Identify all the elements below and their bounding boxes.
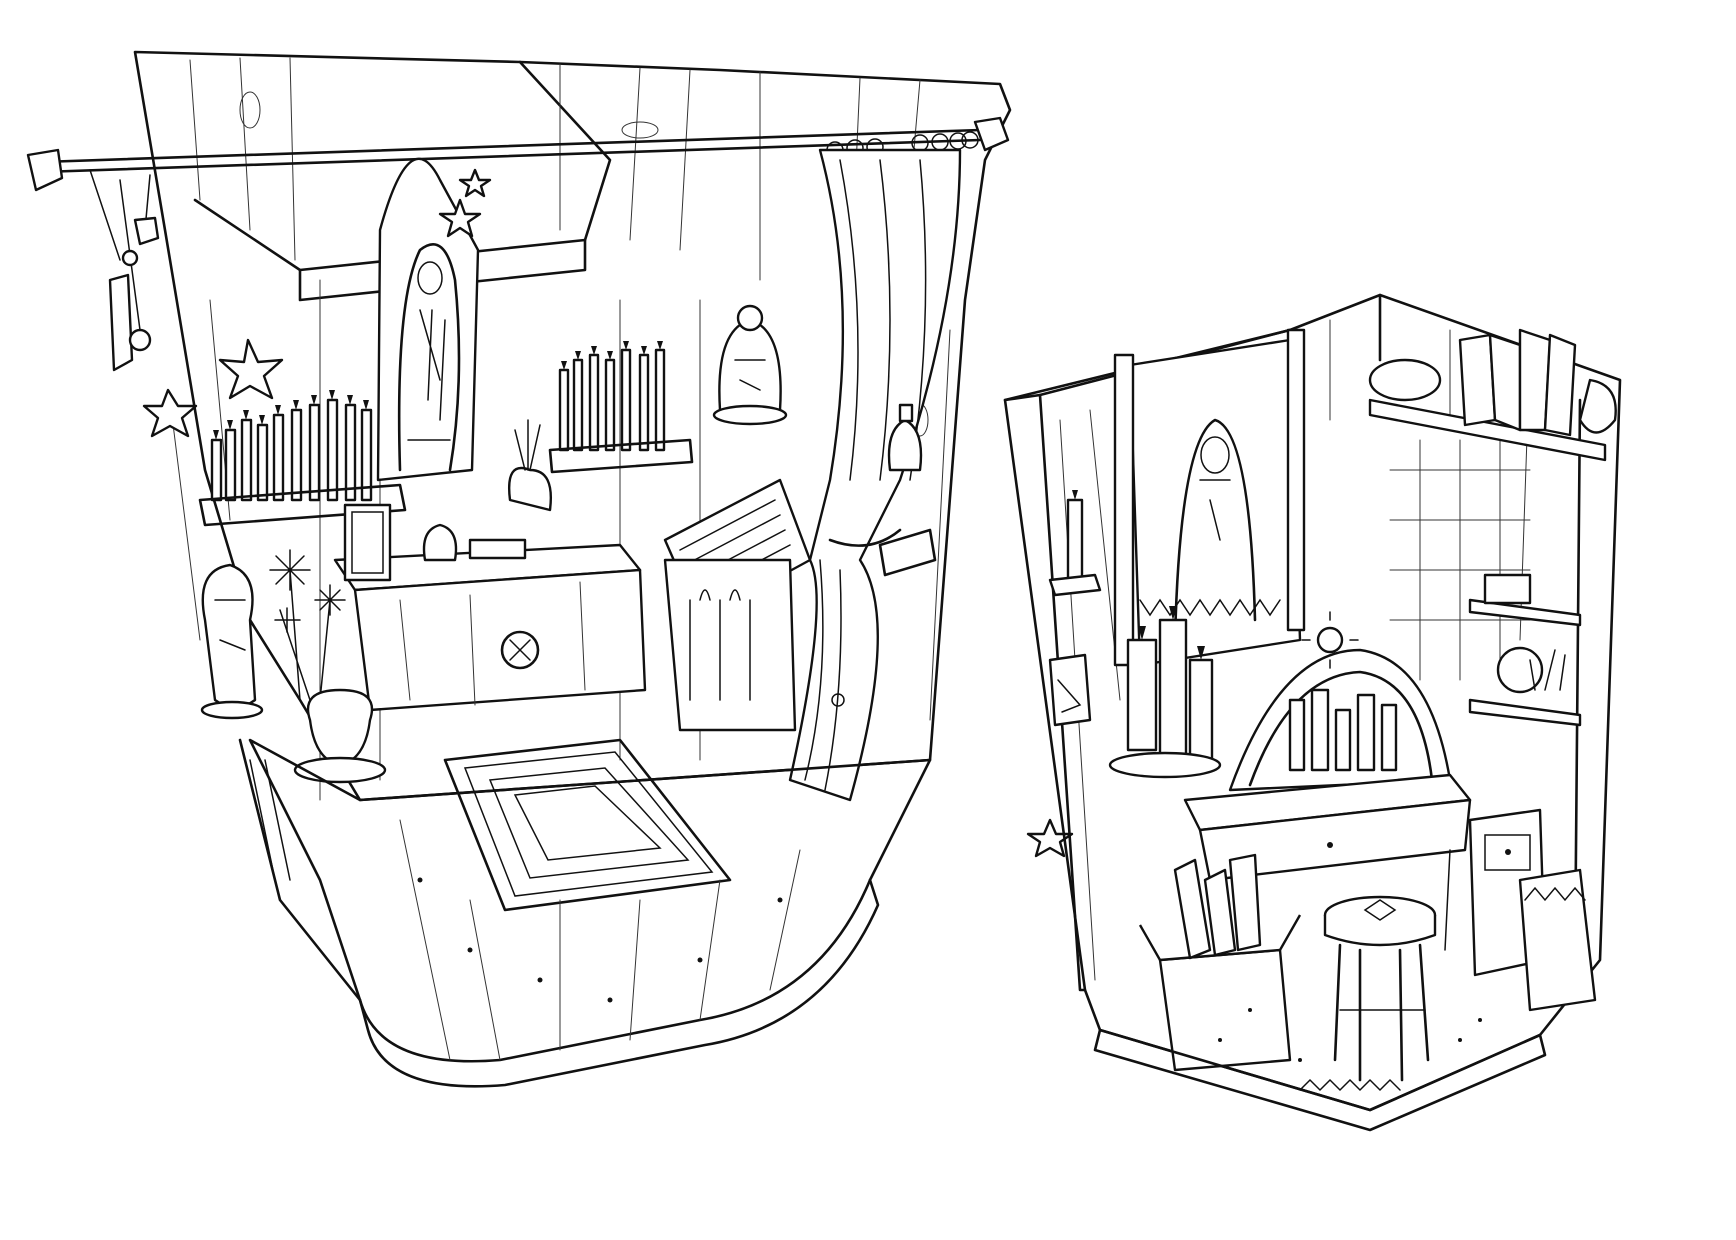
bottle-icon <box>1334 708 1352 772</box>
curtain-tie-back <box>828 528 902 547</box>
tassel-icon <box>831 693 845 707</box>
shrine-left-panel <box>238 738 362 1002</box>
book-row <box>1458 328 1577 437</box>
wall-note <box>1048 653 1092 727</box>
charm-crystal-icon <box>108 273 134 372</box>
altar-arch <box>1228 611 1452 792</box>
curtain <box>788 148 962 802</box>
star-icon <box>218 338 284 400</box>
figure-face-icon <box>1200 436 1230 474</box>
bottle-row <box>1288 688 1398 772</box>
scroll-icon <box>1173 858 1212 960</box>
pot-icon <box>306 688 374 767</box>
shrine-floor <box>248 738 932 1088</box>
candle-cluster-left <box>198 390 407 527</box>
floor-rug <box>443 738 732 912</box>
altar-emblem-icon <box>500 630 540 670</box>
star-icon <box>142 388 198 438</box>
hooded-figurine <box>712 304 788 426</box>
star-icon <box>438 198 482 238</box>
sun-emblem-icon <box>1316 626 1344 654</box>
scroll-icon <box>1228 853 1262 952</box>
candle-sconce <box>1048 490 1102 597</box>
star-decorations <box>142 168 1074 858</box>
box-icon <box>1483 573 1532 605</box>
hanging-charms <box>89 169 160 372</box>
wall-bottle <box>878 403 937 577</box>
bottle-icon <box>1288 698 1306 772</box>
carved-statuette <box>200 563 264 720</box>
rod-finial-left <box>26 148 64 192</box>
scroll-rod <box>1113 353 1135 667</box>
candle-cluster-middle <box>548 341 694 474</box>
scroll-box <box>1138 853 1302 1072</box>
big-candles <box>1108 606 1222 779</box>
altar-table <box>333 419 647 712</box>
star-icon <box>458 168 492 198</box>
mask-icon <box>1578 378 1617 434</box>
cloth-bag <box>1518 868 1597 1012</box>
scroll-rod <box>1286 328 1306 632</box>
bottle-icon <box>1310 688 1330 772</box>
potion-bottle-icon <box>422 523 458 562</box>
side-shelves <box>1468 573 1582 727</box>
tapestry <box>1113 328 1306 667</box>
plant-pot-icon <box>508 466 552 512</box>
star-inlay-icon <box>1363 899 1397 921</box>
star-icon <box>1026 818 1074 858</box>
jar-icon <box>1368 358 1442 402</box>
flower-icon <box>269 549 346 633</box>
book-icon <box>1543 333 1577 437</box>
lectern-with-book <box>663 478 812 732</box>
bottle-icon <box>1356 693 1376 772</box>
book-icon <box>468 538 527 560</box>
bowl-icon <box>1496 646 1544 694</box>
stool <box>1323 895 1437 1082</box>
altar-room <box>1003 293 1622 1132</box>
scroll-icon <box>1203 868 1237 957</box>
shrine-booth <box>26 50 1074 1088</box>
altar-dresser <box>1183 773 1472 961</box>
rod-finial-right <box>973 116 1010 152</box>
book-icon <box>1488 333 1522 432</box>
madonna-panel <box>376 157 480 482</box>
room-floor <box>1093 1008 1547 1132</box>
madonna-face-icon <box>417 261 443 295</box>
top-shelf <box>1368 328 1617 462</box>
bottle-icon <box>1380 703 1398 772</box>
